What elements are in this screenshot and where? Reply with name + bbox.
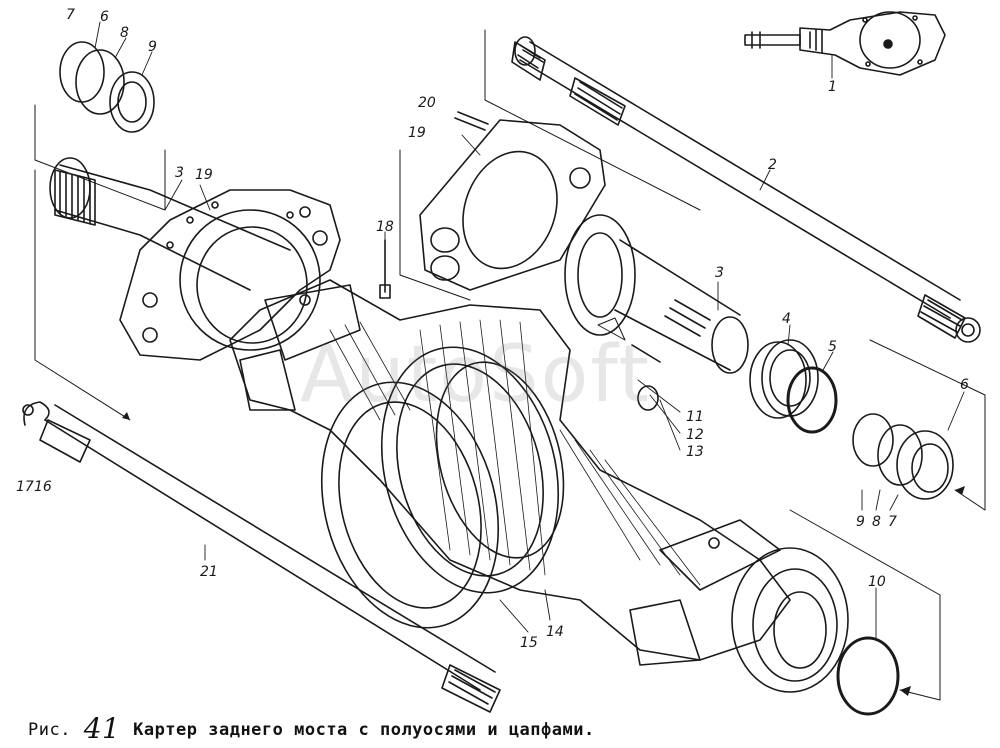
callout-20: 20 <box>418 95 436 111</box>
half-shaft-left <box>22 401 501 713</box>
left-shaft-and-flange <box>49 157 341 361</box>
right-shaft-sleeve <box>564 214 749 374</box>
bolt-18 <box>379 239 391 299</box>
callout-8b: 8 <box>872 514 881 530</box>
callout-19: 19 <box>195 167 213 183</box>
bearing-set-left <box>59 41 155 133</box>
seal-ring-4 <box>749 339 819 419</box>
callout-9b: 9 <box>856 514 865 530</box>
callout-6: 6 <box>960 377 969 393</box>
right-trunnion-flange <box>731 547 849 693</box>
leader-lines <box>34 29 986 701</box>
central-ring-gaskets <box>320 346 565 629</box>
callout-6b: 6 <box>100 9 109 25</box>
plug-assembly <box>631 344 661 411</box>
caption-prefix: Рис. <box>28 720 71 740</box>
callout-14: 14 <box>546 624 564 640</box>
callout-11: 11 <box>686 409 704 425</box>
callout-4: 4 <box>782 311 791 327</box>
watermark: AutoSoft <box>300 330 652 420</box>
callout-8: 8 <box>120 25 129 41</box>
callout-10: 10 <box>868 574 886 590</box>
callout-1: 1 <box>828 79 837 95</box>
caption-title: Картер заднего моста с полуосями и цапфа… <box>133 720 595 740</box>
o-ring-10 <box>836 636 900 716</box>
callout-18: 18 <box>376 219 394 235</box>
callout-19b: 19 <box>408 125 426 141</box>
callout-12: 12 <box>686 427 704 443</box>
o-ring-5 <box>786 366 838 434</box>
callout-16: 16 <box>34 479 52 495</box>
callout-15: 15 <box>520 635 538 651</box>
callout-9: 9 <box>148 39 157 55</box>
callout-7: 7 <box>66 7 75 23</box>
bearing-set-right <box>852 413 954 500</box>
callout-leaders <box>94 21 965 641</box>
arrowheads <box>122 412 965 696</box>
callout-2: 2 <box>768 157 777 173</box>
callout-7b: 7 <box>888 514 897 530</box>
callout-13: 13 <box>686 444 704 460</box>
half-shaft-right <box>511 36 981 343</box>
pin-20 <box>454 111 489 131</box>
inset-axle-assembly <box>744 11 946 76</box>
callout-21: 21 <box>200 564 218 580</box>
callout-3: 3 <box>175 165 184 181</box>
flange-plate-19 <box>419 119 606 291</box>
caption-figure-number: 41 <box>83 712 121 745</box>
figure-caption: Рис. 41 Картер заднего моста с полуосями… <box>28 712 595 745</box>
callout-3b: 3 <box>715 265 724 281</box>
callout-5: 5 <box>828 339 837 355</box>
callout-17: 17 <box>16 479 34 495</box>
